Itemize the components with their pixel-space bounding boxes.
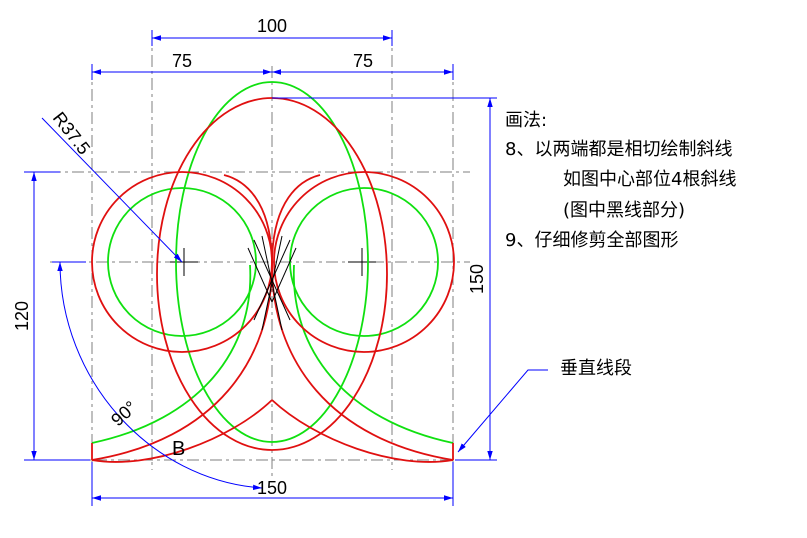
right-inner-sweep (293, 264, 454, 444)
callout-leader (457, 369, 548, 453)
bottom-right-arc (271, 399, 454, 463)
radius-leader (41, 117, 183, 263)
angle-arc-90 (57, 261, 263, 491)
notes-step8-line2: 如图中心部位4根斜线 (563, 169, 737, 190)
dim-text-150-vertical: 150 (467, 264, 487, 294)
notes-title: 画法: (505, 110, 548, 131)
dim-text-75-left: 75 (172, 51, 192, 71)
notes-step9: 9、仔细修剪全部图形 (505, 230, 679, 251)
dim-text-100: 100 (257, 16, 287, 36)
notes-step8-line3: (图中黑线部分) (563, 200, 686, 221)
right-outer-circle (273, 171, 455, 353)
point-label-b: B (172, 438, 185, 460)
dim-text-angle: 90° (107, 397, 141, 430)
dim-text-75-right: 75 (353, 51, 373, 71)
dimension-lines (24, 30, 548, 506)
dim-text-radius: R37.5 (49, 108, 94, 158)
notes-step8-line1: 8、以两端都是相切绘制斜线 (505, 139, 733, 160)
dim-text-150-horizontal: 150 (257, 478, 287, 498)
dim-text-120: 120 (12, 301, 32, 331)
tangent-line-6 (271, 247, 297, 303)
tangent-line-4 (261, 235, 283, 331)
right-outer-sweep (223, 174, 454, 461)
tangent-line-5 (247, 247, 273, 303)
callout-vertical-segment: 垂直线段 (560, 358, 632, 379)
